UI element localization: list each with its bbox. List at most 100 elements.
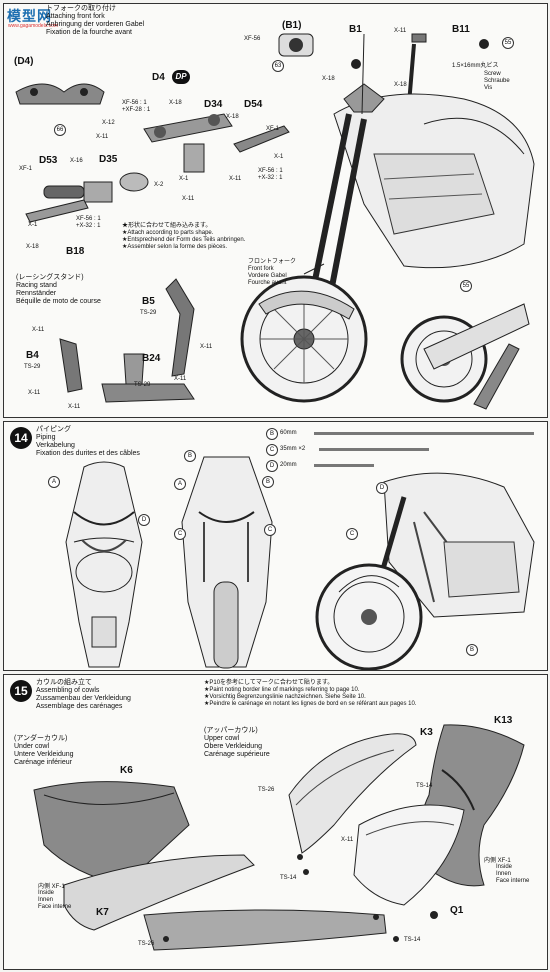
step15-drawing [33,724,525,951]
part-xf56: XF-56 [244,36,261,42]
note-3: ★Entsprechend der Form des Teils anbring… [122,237,246,243]
part-ts29: TS-29 [24,364,41,370]
note-1: ★形状に合わせて組み込みます。 [122,223,212,229]
stand-title-3: Rennständer [16,290,57,297]
part-x11: X-11 [68,404,81,410]
label-d35: D35 [99,154,118,165]
part-x18: X-18 [26,244,39,250]
label-k13: K13 [494,715,513,726]
step13-title-jp: トフォークの取り付け [46,5,116,12]
label-d53: D53 [39,155,58,166]
part-x11: X-11 [174,376,187,382]
step13-title-en: Attaching front fork [46,13,105,20]
step13-title-de: Anbringung der vorderen Gabel [46,21,145,28]
part-ts14: TS-14 [404,937,421,943]
callout-b: B [184,450,196,462]
upper-cowl-4: Carénage supérieure [204,751,270,758]
step15-note-2: ★Paint noting border line of markings re… [204,687,360,693]
part-x18: X-18 [322,76,335,82]
callout-a: A [48,476,60,488]
part-x11: X-11 [28,390,41,396]
step15-title-jp: カウルの組み立て [36,679,92,686]
pipe-c-circle: C [266,444,278,456]
under-cowl-1: (アンダーカウル) [14,735,68,742]
step15-note-3: ★Vorsichtig Begrenzungslinie nachzeichne… [204,694,366,700]
label-q1: Q1 [450,905,464,916]
step14-title-jp: パイピング [36,426,71,433]
inside-b-3: Face interne [496,878,530,884]
label-d54: D54 [244,99,263,110]
callout-b: B [466,644,478,656]
inside-b-2: Innen [496,871,512,877]
part-mix: +X-32 : 1 [258,175,283,181]
upper-cowl-2: Upper cowl [204,735,240,742]
label-d34: D34 [204,99,223,110]
pipe-c-length: 35mm ×2 [280,446,306,452]
callout-c: C [346,528,358,540]
callout-c: C [264,524,276,536]
inside-a-1: Inside [38,890,55,896]
label-b24: B24 [142,353,161,364]
part-x11: X-11 [394,28,407,34]
part-x11: X-11 [96,134,109,140]
ref-circle: 55 [460,280,472,292]
step15-note-4: ★Peindre le carénage en notant les ligne… [204,701,417,707]
part-x18: X-18 [394,82,407,88]
step14-title-fr: Fixation des durites et des câbles [36,450,140,457]
pipe-d-length: 20mm [280,462,297,468]
part-ts29: TS-29 [134,382,151,388]
part-xf1: XF-1 [266,126,280,132]
label-b18: B18 [66,246,85,257]
label-b1: B1 [349,24,362,35]
step15-panel: 15 カウルの組み立て Assembling of cowls Zussamen… [3,674,548,970]
part-x1: X-1 [179,176,189,182]
screw-note-3: Schraube [484,78,510,84]
label-d4-inset: (D4) [14,56,34,67]
upper-cowl-3: Obere Verkleidung [204,743,262,750]
part-ts14: TS-14 [416,783,433,789]
part-x11: X-11 [32,327,45,333]
part-x18: X-18 [226,114,239,120]
upper-cowl-1: (アッパーカウル) [204,727,258,734]
step13-panel: 模型网 www.gagamodels.com トフォークの取り付け Attach… [3,3,548,418]
label-k6: K6 [120,765,133,776]
callout-c: C [174,528,186,540]
step14-title-de: Verkabelung [36,442,75,449]
part-xf1: XF-1 [19,166,33,172]
pipe-b-circle: B [266,428,278,440]
step14-panel: 14 パイピング Piping Verkabelung Fixation des… [3,421,548,671]
fork-label-1: フロントフォーク [248,259,297,265]
inside-a-3: Face interne [38,904,72,910]
watermark-url: www.gagamodels.com [8,23,59,29]
part-x11: X-11 [200,344,213,350]
part-x11: X-11 [341,837,354,843]
label-b1-gauge: (B1) [282,20,302,31]
part-x11: X-11 [182,196,195,202]
ref-circle: 55 [502,37,514,49]
callout-d: D [376,482,388,494]
step15-title-en: Assembling of cowls [36,687,100,694]
part-x2: X-2 [154,182,164,188]
inside-a-2: Innen [38,897,54,903]
inside-b-1: Inside [496,864,513,870]
step14-number: 14 [10,427,32,449]
screw-note-1: 1.5×16mm丸ビス [452,63,499,69]
watermark-logo: 模型网 [7,8,52,24]
label-k3: K3 [420,727,433,738]
part-x16: X-16 [70,158,83,164]
part-mix: XF-56 : 1 [122,100,147,106]
under-cowl-2: Under cowl [14,743,50,750]
part-ts26: TS-26 [138,941,155,947]
callout-a: A [174,478,186,490]
part-xf1: 内側 XF-1 [38,884,65,890]
part-x11: X-11 [229,176,242,182]
label-b5: B5 [142,296,155,307]
part-ts29: TS-29 [140,310,157,316]
step15-title-fr: Assemblage des carénages [36,703,123,710]
stand-title-2: Racing stand [16,282,57,289]
part-xf1: 内側 XF-1 [484,858,511,864]
part-mix: +X-32 : 1 [76,223,101,229]
step15-title-de: Zussamenbau der Verkleidung [36,695,131,702]
part-mix: XF-56 : 1 [76,216,101,222]
